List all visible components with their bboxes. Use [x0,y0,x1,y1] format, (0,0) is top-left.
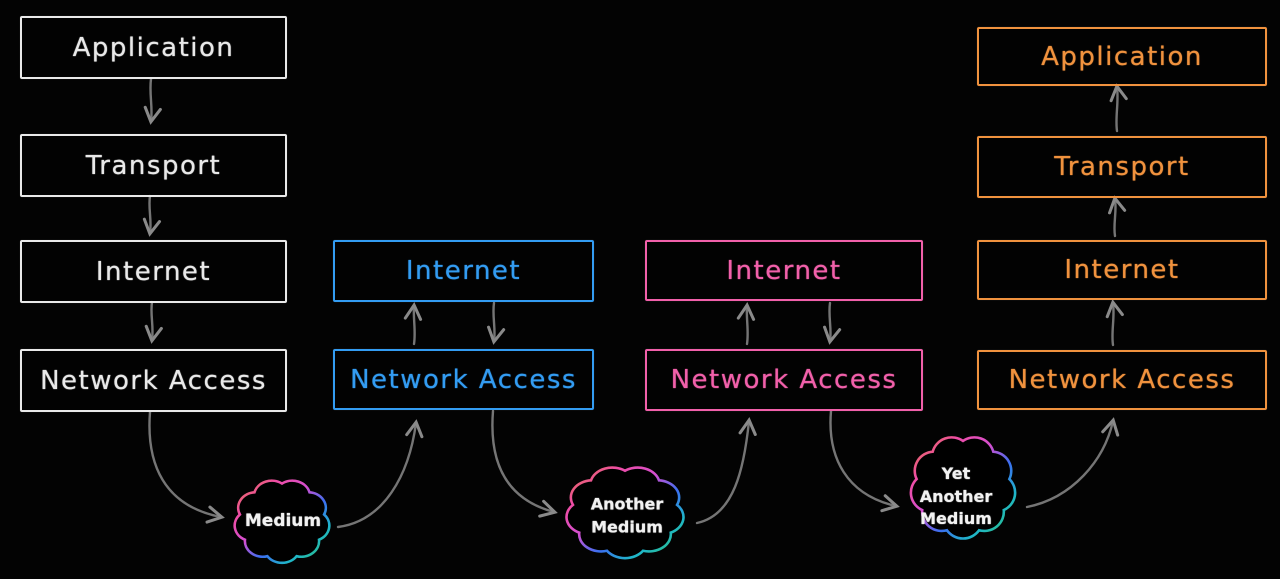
box-sender-application: Application [20,16,287,79]
yet-another-medium-cloud-label: Yet Another Medium [920,463,993,531]
box-sender-internet: Internet [20,240,287,303]
box-label: Internet [726,255,842,286]
arrow-another-medium-to-router2 [695,417,757,525]
cloud-label-line: Medium [244,510,322,531]
box-router2-netaccess: Network Access [645,349,923,411]
yet-another-medium-cloud [911,437,1015,538]
medium-cloud-label: Medium [245,509,321,533]
box-label: Network Access [670,365,898,395]
arrow-netaccess-to-internet-up [1105,299,1124,347]
box-label: Internet [1064,255,1180,285]
box-label: Application [72,32,235,63]
box-label: Network Access [350,364,577,395]
arrow-internet-to-netaccess [144,300,163,344]
box-receiver-netaccess: Network Access [977,350,1267,410]
medium-cloud [235,481,330,563]
box-sender-netaccess: Network Access [20,349,287,412]
another-medium-cloud [567,468,684,559]
arrow-transport-to-internet [142,194,162,237]
arrow-transport-to-app-up [1109,83,1128,133]
arrow-group [142,77,1128,529]
cloud-group [235,437,1015,562]
box-label: Network Access [40,365,267,396]
arrow-app-to-transport [143,77,162,125]
box-receiver-application: Application [977,27,1267,86]
cloud-label-line: Yet [941,463,971,483]
cloud-label-line: Medium [920,509,992,529]
box-receiver-transport: Transport [977,136,1267,198]
cloud-label-line: Medium [591,517,663,536]
box-receiver-internet: Internet [977,240,1267,300]
box-label: Internet [95,256,212,287]
box-label: Transport [85,150,222,181]
arrow-router2-up [736,302,756,346]
box-router2-internet: Internet [645,240,923,301]
arrow-router2-to-yet-another-medium [829,409,900,513]
box-label: Network Access [1008,365,1236,395]
arrow-router1-to-another-medium [491,409,558,518]
cloud-label-line: Another [919,486,993,506]
box-label: Transport [1054,152,1190,182]
cloud-label-line: Another [590,494,664,514]
box-router1-internet: Internet [333,240,594,302]
arrow-router1-down [487,301,506,345]
arrow-medium-to-router1 [336,419,424,529]
box-label: Internet [405,256,522,286]
arrow-netaccess-to-medium [148,410,225,524]
box-router1-netaccess: Network Access [333,349,594,410]
arrow-router2-down [823,301,842,345]
arrow-yet-another-medium-to-receiver [1025,417,1120,509]
box-label: Application [1041,41,1203,72]
box-sender-transport: Transport [20,134,287,197]
arrow-router1-up [403,302,423,346]
another-medium-cloud-label: Another Medium [591,493,664,538]
arrow-internet-to-transport-up [1108,195,1127,238]
